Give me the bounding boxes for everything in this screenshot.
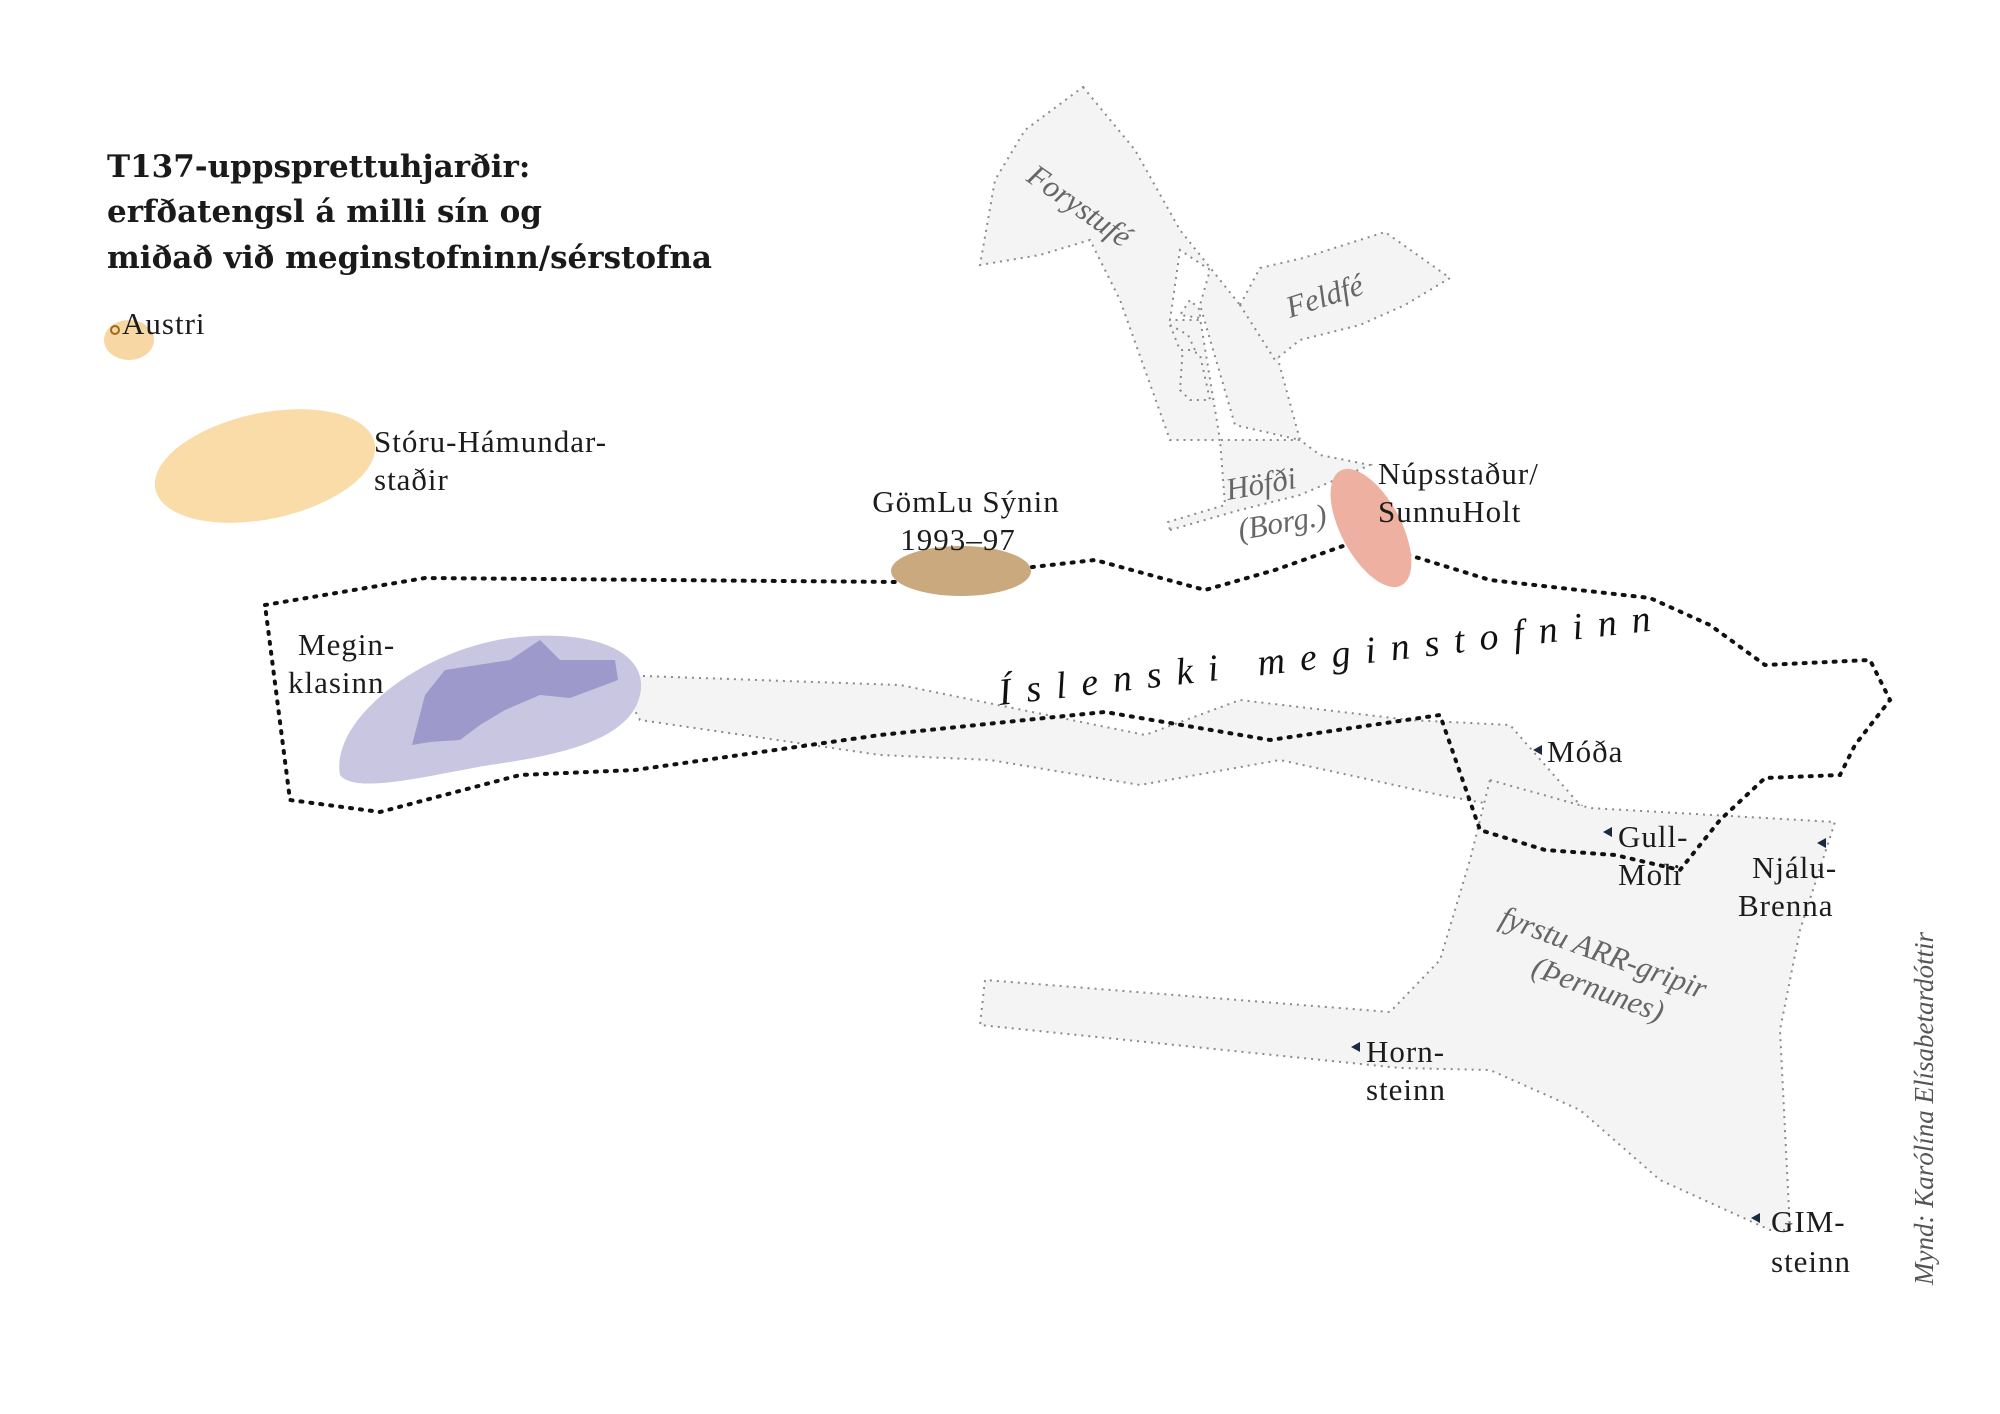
label-gim-line-2: steinn — [1771, 1244, 1851, 1279]
main-stock-label: Íslenski meginstofninn — [995, 596, 1667, 714]
label-megin-line-1: Megin- — [298, 627, 395, 662]
label-horn-line-1: Horn- — [1366, 1034, 1445, 1069]
label-gull-line-2: Moli — [1618, 857, 1682, 892]
label-gomlu-line-1: GömLu Sýnin — [872, 484, 1060, 519]
label-nupsstadur-line-2: SunnuHolt — [1378, 494, 1521, 529]
diagram-title-line-3: miðað við meginstofninn/sérstofna — [107, 240, 712, 276]
label-nupsstadur-line-1: Núpsstaður/ — [1378, 456, 1539, 491]
label-storu-line-1: Stóru-Hámundar- — [374, 424, 607, 459]
austri-dot — [110, 325, 120, 335]
label-storu-line-2: staðir — [374, 462, 449, 497]
label-njalu-line-2: Brenna — [1738, 888, 1834, 923]
image-credit: Mynd: Karólína Elísabetardóttir — [1909, 932, 1939, 1286]
blob-gomlu-synin — [891, 546, 1031, 596]
label-megin-line-2: klasinn — [288, 665, 385, 700]
label-gomlu-line-2: 1993–97 — [900, 522, 1016, 557]
label-gim-line-1: GIM- — [1771, 1204, 1846, 1239]
diagram-title-line-1: T137-uppsprettuhjarðir: — [107, 149, 530, 185]
region-forystufe-branch — [1178, 343, 1212, 401]
marker-gullmoli — [1603, 827, 1612, 837]
region-arr — [978, 778, 1837, 1231]
region-feldfe-tail — [1168, 322, 1197, 351]
label-moda: Móða — [1547, 734, 1623, 769]
marker-hornsteinn — [1351, 1042, 1360, 1052]
blob-storu-hamundarstadir — [154, 409, 376, 523]
region-feldfe — [1238, 230, 1452, 362]
marker-njalubrenna — [1817, 838, 1826, 848]
label-njalu-line-1: Njálu- — [1752, 850, 1837, 885]
region-forystufe — [978, 85, 1302, 442]
blob-austri — [104, 320, 154, 360]
marker-gimsteinn — [1751, 1213, 1760, 1223]
marker-moda — [1533, 745, 1542, 755]
diagram-title-line-2: erfðatengsl á milli sín og — [107, 194, 542, 230]
region-main-band — [613, 673, 1594, 817]
label-horn-line-2: steinn — [1366, 1072, 1446, 1107]
region-hofdi — [1166, 439, 1374, 532]
blob-meginklasinn-inner — [412, 640, 618, 745]
blob-nupsstadur — [1330, 468, 1412, 588]
main-stock-outline — [262, 537, 1893, 873]
label-austri: Austri — [122, 306, 206, 341]
label-gull-line-1: Gull- — [1618, 819, 1688, 854]
